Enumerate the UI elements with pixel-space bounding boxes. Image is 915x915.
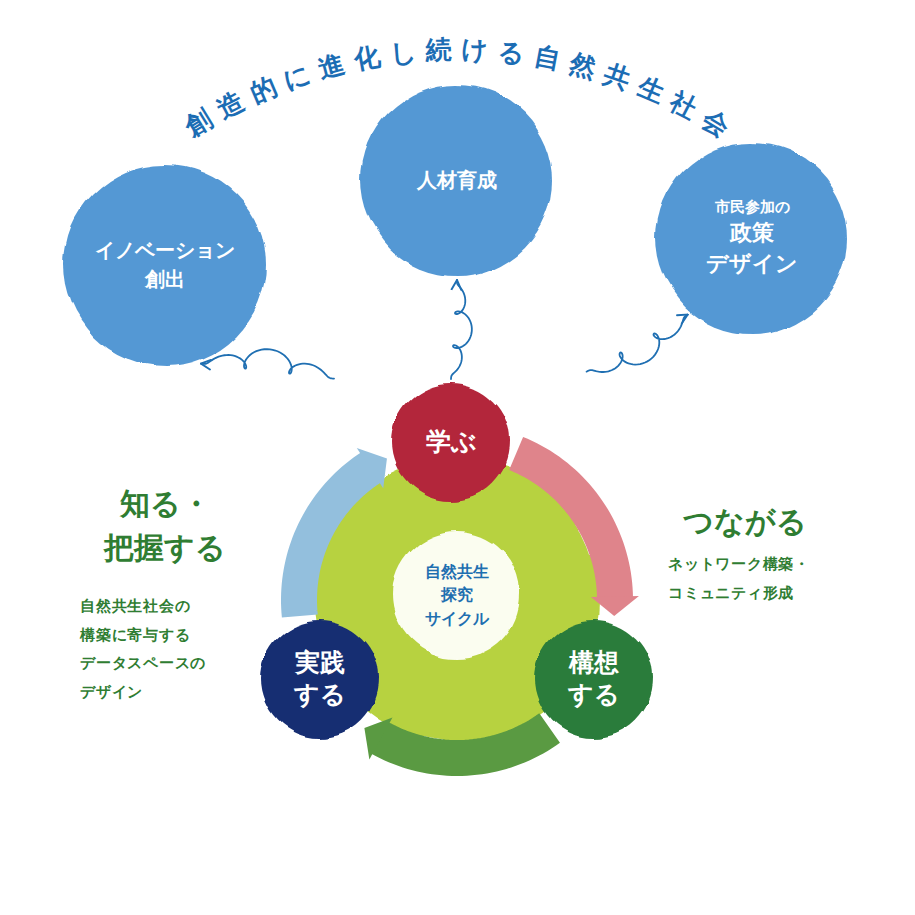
title-char: 続 xyxy=(421,33,456,68)
title-char: し xyxy=(384,34,422,72)
outcome-circle: イノベーション 創出 xyxy=(60,160,270,370)
text-holder: イノベーション 創出 xyxy=(60,160,270,370)
outcome-circle: 市民参加の政策 デザイン xyxy=(652,138,852,338)
circle-fill xyxy=(393,531,521,659)
step-circle: 自然共生 探究 サイクル xyxy=(389,527,525,663)
text-holder: 自然共生 探究 サイクル xyxy=(389,527,525,663)
arrowhead xyxy=(357,448,387,488)
text-holder: 構想 する xyxy=(531,616,657,742)
region-heading: つながる xyxy=(664,500,826,544)
title-char: 進 xyxy=(311,45,353,87)
circle-fill xyxy=(392,383,510,501)
region-body: ネットワーク構築・ コミュニティ形成 xyxy=(668,550,827,607)
text-holder: 人材育成 xyxy=(357,80,557,280)
title-char: 自 xyxy=(527,38,567,78)
cycle-arrow xyxy=(299,448,387,616)
circle-fill xyxy=(361,84,553,276)
cycle-band xyxy=(299,467,371,616)
arrowhead xyxy=(364,717,392,759)
step-circle: 学ぶ xyxy=(388,379,514,505)
title-char: る xyxy=(493,34,531,72)
title-char: に xyxy=(275,55,318,98)
circle-fill xyxy=(17,374,519,876)
squiggle-arrow xyxy=(451,280,472,379)
cycle-arrow xyxy=(516,453,639,616)
node-label: 構想 する xyxy=(554,647,634,712)
title-char: 然 xyxy=(562,45,604,87)
circle-fill xyxy=(64,164,266,366)
arrowhead xyxy=(591,596,639,616)
squiggle-arrow xyxy=(201,349,334,379)
node-label: 学ぶ xyxy=(411,426,491,459)
circle-fill xyxy=(656,142,848,334)
circle-shape xyxy=(60,160,270,370)
step-circle: 構想 する xyxy=(531,616,657,742)
title-char: 共 xyxy=(596,55,639,98)
squiggle-line xyxy=(201,349,334,379)
node-label: 市民参加の xyxy=(707,196,797,219)
step-circle: 実践 する xyxy=(257,616,383,742)
title-char: 化 xyxy=(347,38,387,78)
node-label: 実践 する xyxy=(280,647,360,712)
text-holder: 市民参加の政策 デザイン xyxy=(652,138,852,338)
node-label: 自然共生 探究 サイクル xyxy=(415,560,498,630)
cycle-arrow xyxy=(364,717,549,759)
node-sublabel: 政策 デザイン xyxy=(695,218,809,280)
circle-shape xyxy=(531,616,657,742)
region-body: 自然共生社会の 構築に寄与する データスペースの デザイン xyxy=(80,592,221,706)
cycle-band xyxy=(516,453,615,598)
squiggle-line xyxy=(587,315,688,372)
text-holder: 実践 する xyxy=(257,616,383,742)
region-heading: 知る・ 把握する xyxy=(84,482,246,569)
text-holder: 学ぶ xyxy=(388,379,514,505)
title-arc: 創造的に進化し続ける自然共生社会 xyxy=(0,0,915,170)
node-label: イノベーション 創出 xyxy=(89,236,241,294)
squiggle-line xyxy=(451,280,472,379)
circle-fill xyxy=(535,620,653,738)
outcome-circle: 人材育成 xyxy=(357,80,557,280)
circle-fill xyxy=(389,369,901,881)
squiggle-arrow xyxy=(587,315,688,372)
circle-fill xyxy=(261,620,379,738)
node-label: 人材育成 xyxy=(381,166,533,195)
cycle-band xyxy=(380,728,550,758)
title-char: け xyxy=(458,33,493,68)
circle-shape xyxy=(257,616,383,742)
